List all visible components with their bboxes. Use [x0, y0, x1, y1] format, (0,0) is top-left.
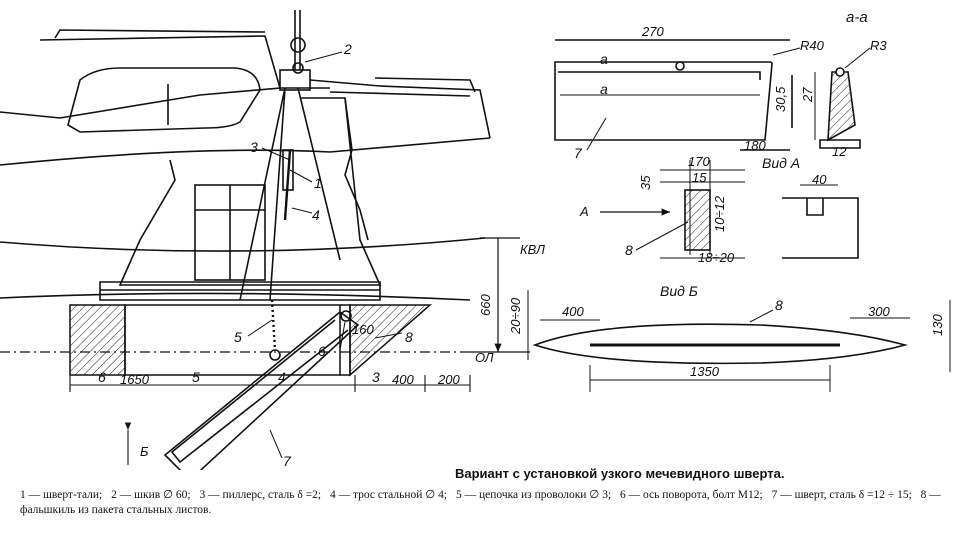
dim-35: 35: [638, 175, 653, 190]
dim-12: 12: [832, 144, 847, 159]
label-6-lower: 6: [98, 369, 106, 385]
dimension-values: 270 180 30,5 27 12 170 35 15 10÷12 18÷20…: [120, 24, 945, 387]
legend-item-3: 3 — пиллерс, сталь δ =2;: [199, 489, 322, 501]
ol-label: ОЛ: [475, 350, 494, 365]
dim-300: 300: [868, 304, 890, 319]
vid-b-label: Вид Б: [660, 283, 698, 299]
view-b-profile: [527, 290, 951, 392]
vid-a-label: Вид А: [762, 155, 800, 171]
label-5-lower: 5: [192, 369, 200, 385]
legend-item-6: 6 — ось поворота, болт М12;: [620, 489, 763, 501]
label-8-section: 8: [625, 242, 633, 258]
dim-1350: 1350: [690, 364, 720, 379]
dim-30-5: 30,5: [773, 86, 788, 112]
label-6-upper: 6: [318, 343, 326, 359]
kvl-label: КВЛ: [520, 242, 545, 257]
label-3-lower: 3: [372, 369, 380, 385]
legend-item-4: 4 — трос стальной ∅ 4;: [329, 489, 448, 501]
label-3: 3: [250, 139, 258, 155]
dim-160: 160: [352, 322, 374, 337]
legend-item-2: 2 — шкив ∅ 60;: [111, 489, 191, 501]
keel-plate-section: [600, 160, 745, 259]
section-aa-label: а-а: [846, 9, 868, 26]
label-8-upper: 8: [405, 329, 413, 345]
b-arrow-label: Б: [140, 444, 149, 459]
callout-leaders: [247, 47, 871, 459]
drawing-labels: 1 2 3 4 5 6 8 4 6 5 3 7 7 8 8 КВЛ ОЛ Б А…: [98, 9, 887, 469]
label-7-plate: 7: [574, 145, 583, 161]
label-4-lower: 4: [278, 369, 286, 385]
dim-400-profile: 400: [562, 304, 584, 319]
dim-400-base: 400: [392, 372, 414, 387]
a-arrow-label: А: [579, 204, 589, 219]
r40-label: R40: [800, 38, 825, 53]
a-mark-bottom: а: [600, 81, 608, 97]
dim-18-20: 18÷20: [698, 250, 735, 265]
technical-drawing: 1 2 3 4 5 6 8 4 6 5 3 7 7 8 8 КВЛ ОЛ Б А…: [0, 9, 951, 470]
dim-27: 27: [800, 87, 815, 103]
plate-view: [554, 39, 793, 151]
r3-label: R3: [870, 38, 887, 53]
a-mark-top: а: [600, 51, 608, 67]
legend-item-7: 7 — шверт, сталь δ =12 ÷ 15;: [771, 489, 912, 501]
boat-side-view: [0, 10, 491, 361]
label-5-upper: 5: [234, 329, 242, 345]
legend-item-8: 8 — фальшкиль из пакета стальных листов.: [20, 489, 941, 516]
waterlines: [0, 237, 530, 353]
cabin-window: [67, 67, 261, 133]
false-keel-section: [69, 304, 432, 377]
dim-130: 130: [930, 314, 945, 336]
label-7-lower: 7: [283, 453, 292, 469]
dim-10-12: 10÷12: [712, 195, 727, 232]
label-2: 2: [343, 41, 352, 57]
legend-item-5: 5 — цепочка из проволоки ∅ 3;: [455, 489, 612, 501]
dim-15: 15: [692, 170, 707, 185]
centreboard-lowered: [163, 310, 360, 470]
label-4-upper: 4: [312, 207, 320, 223]
legend-item-1: 1 — шверт-тали;: [20, 489, 103, 501]
dim-180: 180: [744, 138, 766, 153]
figure-title: Вариант с установкой узкого мечевидного …: [455, 466, 785, 481]
view-a: [782, 184, 859, 259]
dim-40-view-a: 40: [812, 172, 827, 187]
dim-200: 200: [437, 372, 460, 387]
dim-170: 170: [688, 154, 710, 169]
dim-1650: 1650: [120, 372, 150, 387]
label-8-profile: 8: [775, 297, 783, 313]
figure-legend: 1 — шверт-тали; 2 — шкив ∅ 60; 3 — пилле…: [20, 488, 950, 518]
dim-270: 270: [641, 24, 664, 39]
dim-660: 660: [478, 294, 493, 316]
base-dimension-line: [69, 375, 471, 465]
label-1: 1: [314, 175, 322, 191]
dim-20-90: 20÷90: [508, 297, 523, 335]
section-aa: [814, 67, 861, 149]
